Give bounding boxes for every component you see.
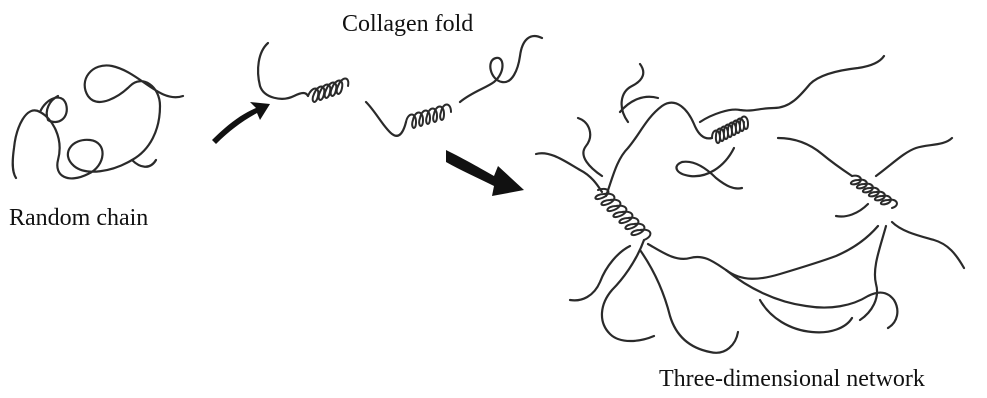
arrow-large bbox=[446, 150, 524, 196]
random-chain-figure bbox=[13, 65, 183, 178]
network-figure bbox=[536, 56, 964, 353]
network-label: Three-dimensional network bbox=[659, 367, 925, 391]
collagen-fold-figure bbox=[258, 36, 542, 136]
arrow-small bbox=[212, 102, 270, 144]
random-chain-label: Random chain bbox=[9, 206, 148, 230]
collagen-fold-label: Collagen fold bbox=[342, 12, 473, 36]
